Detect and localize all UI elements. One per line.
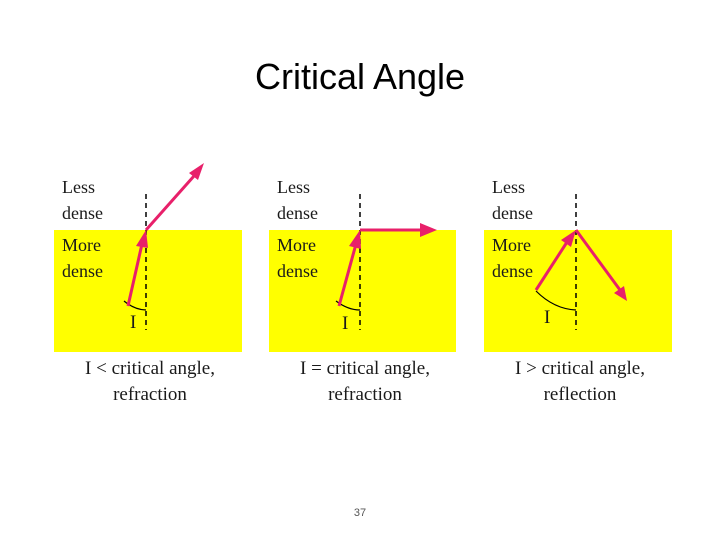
page-number: 37 [353, 507, 367, 519]
incident-ray [126, 243, 144, 307]
incident-ray [534, 238, 571, 291]
angle-arc [535, 290, 577, 311]
more-dense-medium [269, 230, 456, 352]
diagram-total-internal-reflection [484, 194, 672, 352]
reflected-arrowhead [614, 286, 627, 301]
more-dense-medium [484, 230, 672, 352]
angle-symbol: I [342, 313, 349, 334]
less-dense-label: Less dense [492, 177, 533, 223]
more-dense-medium [54, 230, 242, 352]
angle-symbol: I [544, 307, 551, 328]
incident-arrowhead [561, 230, 576, 247]
panel-refraction-at-critical: Less dense More dense I I = critical ang… [269, 172, 469, 412]
less-dense-label: Less dense [277, 177, 318, 223]
angle-symbol: I [130, 312, 137, 333]
slide-title: Critical Angle [254, 56, 466, 97]
more-dense-label: More dense [277, 235, 318, 281]
diagram-refraction-below-critical [54, 163, 242, 352]
panel-refraction-below-critical: Less dense More dense I I < critical ang… [54, 163, 254, 412]
incident-arrowhead [349, 230, 361, 249]
less-dense-label: Less dense [62, 177, 103, 223]
refracted-ray [144, 175, 196, 231]
more-dense-label: More dense [492, 235, 533, 281]
panel-total-internal-reflection: Less dense More dense I I > critical ang… [484, 172, 684, 412]
refracted-arrowhead [189, 163, 204, 180]
more-dense-label: More dense [62, 235, 103, 281]
diagram-refraction-at-critical [269, 194, 456, 352]
angle-arc [123, 300, 147, 311]
incident-arrowhead [136, 230, 148, 248]
panel-caption: I = critical angle, refraction [300, 358, 430, 405]
refracted-arrowhead [420, 223, 437, 237]
panel-caption: I > critical angle, reflection [515, 358, 645, 405]
reflected-ray [574, 229, 622, 291]
angle-arc [335, 300, 361, 311]
incident-ray [337, 243, 358, 307]
panel-caption: I < critical angle, refraction [85, 358, 215, 405]
